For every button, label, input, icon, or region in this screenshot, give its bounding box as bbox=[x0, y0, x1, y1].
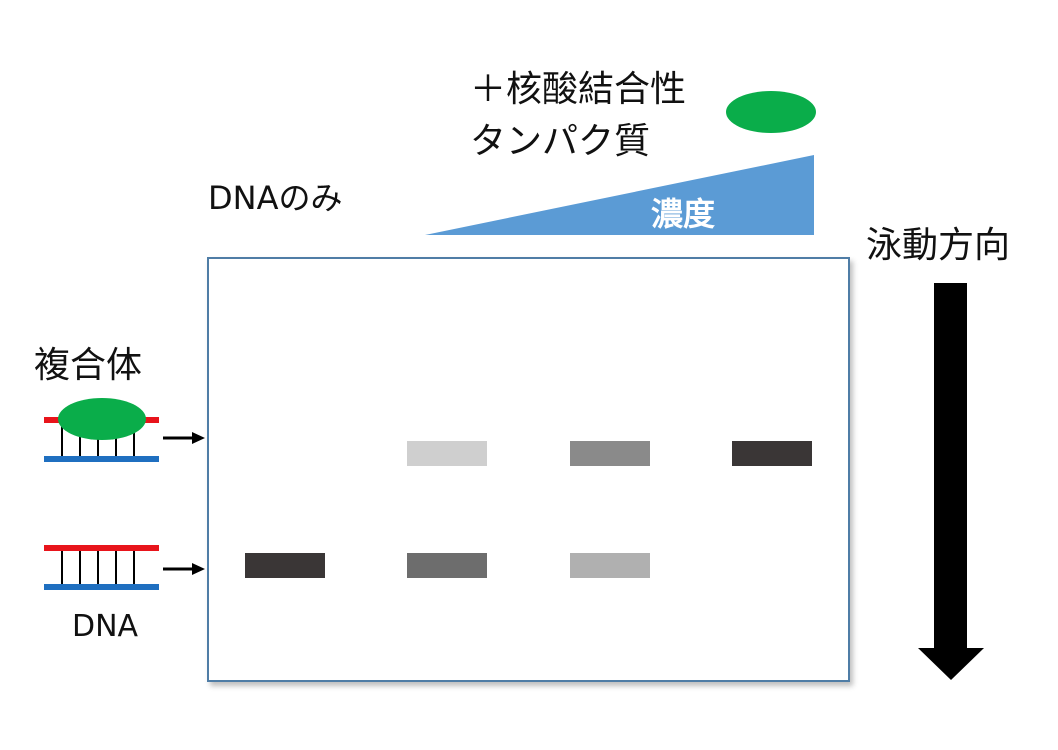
protein-title: ＋核酸結合性 タンパク質 bbox=[470, 64, 686, 168]
band-complex-lane1 bbox=[407, 441, 487, 466]
migration-arrow bbox=[918, 283, 984, 680]
migration-direction-label: 泳動方向 bbox=[866, 225, 1011, 266]
band-dna-lane2 bbox=[570, 553, 650, 578]
protein-title-line2: タンパク質 bbox=[470, 121, 651, 162]
complex-arrow bbox=[163, 432, 205, 444]
free-dna-icon bbox=[44, 545, 159, 590]
protein-icon bbox=[726, 91, 816, 133]
band-dna-lane1 bbox=[407, 553, 487, 578]
concentration-wedge bbox=[425, 155, 814, 235]
complex-dna-icon bbox=[44, 398, 159, 462]
dna-arrow bbox=[163, 563, 205, 575]
complex-label: 複合体 bbox=[34, 345, 143, 386]
gel bbox=[207, 257, 850, 682]
dna-only-label: DNAのみ bbox=[208, 179, 343, 217]
dna-label: DNA bbox=[72, 609, 139, 644]
protein-title-line1: ＋核酸結合性 bbox=[470, 69, 687, 110]
band-complex-lane2 bbox=[570, 441, 650, 466]
concentration-label: 濃度 bbox=[651, 195, 715, 233]
band-dna-lane0 bbox=[245, 553, 325, 578]
band-complex-lane3 bbox=[732, 441, 812, 466]
